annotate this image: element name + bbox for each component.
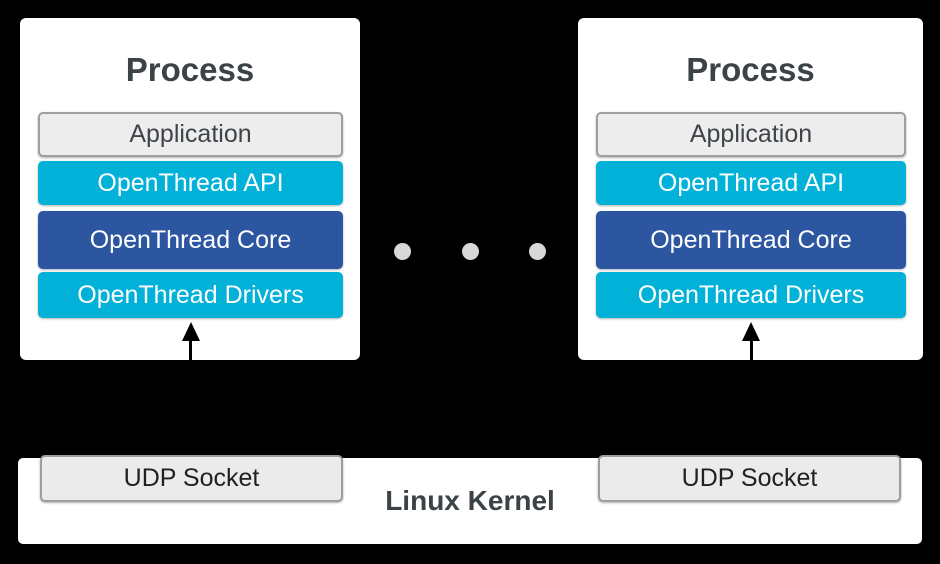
layer-openthread-core: OpenThread Core bbox=[38, 211, 343, 269]
arrow-shaft bbox=[749, 341, 753, 360]
ellipsis-dot bbox=[461, 243, 479, 260]
process-title: Process bbox=[125, 51, 255, 88]
layer-application: Application bbox=[38, 112, 343, 157]
layer-openthread-drivers: OpenThread Drivers bbox=[596, 272, 906, 318]
arrow-head-icon bbox=[742, 322, 760, 341]
ellipsis-dot bbox=[529, 243, 546, 260]
process-box-right: Process Application OpenThread API OpenT… bbox=[578, 18, 923, 360]
linux-kernel-label: Linux Kernel bbox=[385, 485, 555, 516]
upward-arrow bbox=[38, 322, 343, 360]
process-title: Process bbox=[686, 51, 815, 88]
arrow-shaft bbox=[189, 341, 192, 360]
process-box-left: Process Application OpenThread API OpenT… bbox=[20, 18, 360, 360]
layer-openthread-core: OpenThread Core bbox=[596, 211, 906, 269]
linux-kernel-box: UDP Socket Linux Kernel UDP Socket bbox=[18, 455, 922, 544]
layer-openthread-drivers: OpenThread Drivers bbox=[38, 272, 343, 318]
layer-openthread-api: OpenThread API bbox=[596, 161, 906, 205]
ellipsis-dot bbox=[394, 243, 411, 260]
layer-openthread-api: OpenThread API bbox=[38, 161, 343, 205]
udp-socket-left: UDP Socket bbox=[40, 455, 343, 502]
layer-application: Application bbox=[596, 112, 906, 157]
arrow-head-icon bbox=[181, 322, 200, 341]
upward-arrow bbox=[596, 322, 906, 360]
ellipsis-dots bbox=[394, 243, 546, 260]
udp-socket-right: UDP Socket bbox=[598, 455, 901, 502]
